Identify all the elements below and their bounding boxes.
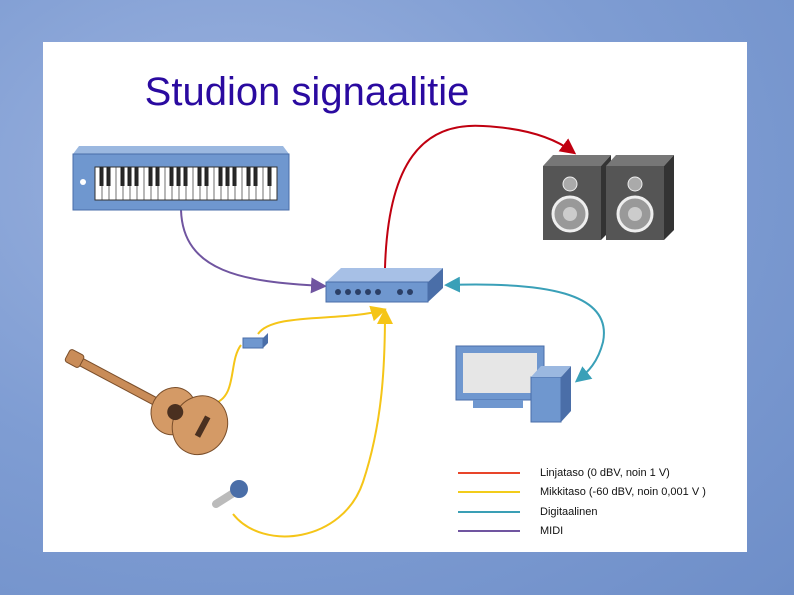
legend-label: Digitaalinen [540,505,598,518]
legend-item-digital: Digitaalinen [458,502,706,522]
black-key [134,167,139,186]
black-key [246,167,251,186]
black-key [169,167,174,186]
black-key [218,167,223,186]
signal-diagram [64,124,674,538]
black-key [204,167,209,186]
black-key [225,167,230,186]
black-key [106,167,111,186]
mic-cable [232,308,393,538]
computer [455,345,571,423]
black-key [155,167,160,186]
black-key [253,167,258,186]
guitar-cable [212,344,242,405]
black-key [99,167,104,186]
black-key [127,167,132,186]
speakers [543,155,674,240]
slide: Studion signaalitie [43,42,747,552]
legend-item-line-level: Linjataso (0 dBV, noin 1 V) [458,463,706,483]
digital-cable [444,276,605,383]
microphone [212,480,248,508]
black-key [120,167,125,186]
black-key [148,167,153,186]
di-cable [257,305,387,335]
mixer [325,268,443,303]
guitar [64,349,229,456]
line-cable [384,124,577,269]
legend-label: Linjataso (0 dBV, noin 1 V) [540,466,670,479]
legend-label: Mikkitaso (-60 dBV, noin 0,001 V ) [540,486,706,499]
black-key [232,167,237,186]
di-box [242,333,268,349]
black-key [267,167,272,186]
black-key [176,167,181,186]
legend: Linjataso (0 dBV, noin 1 V) Mikkitaso (-… [458,463,706,541]
midi-keyboard [72,146,290,211]
legend-label: MIDI [540,525,564,538]
slide-title: Studion signaalitie [144,70,470,114]
black-key [197,167,202,186]
black-key [183,167,188,186]
legend-item-mic-level: Mikkitaso (-60 dBV, noin 0,001 V ) [458,483,706,503]
midi-cable [180,209,327,294]
legend-item-midi: MIDI [458,522,706,542]
